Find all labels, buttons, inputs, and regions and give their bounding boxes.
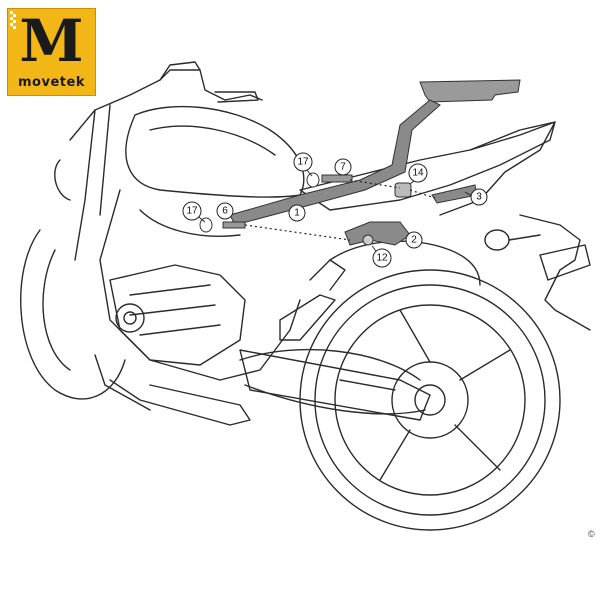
exhaust (109, 379, 251, 426)
front-fork (69, 69, 263, 141)
spacer-14 (394, 182, 412, 198)
dotted-line-b (349, 179, 401, 189)
svg-text:12: 12 (376, 253, 388, 264)
washer-17b (199, 217, 213, 233)
svg-text:6: 6 (222, 206, 228, 217)
engine (109, 264, 246, 366)
svg-text:7: 7 (340, 162, 346, 173)
callout-3: 3 (470, 188, 488, 206)
callout-6: 6 (216, 202, 234, 220)
callout-1: 1 (288, 204, 306, 222)
movetek-logo: M movetek (7, 8, 96, 96)
callout-14: 14 (408, 163, 428, 183)
frame (99, 189, 301, 381)
callout-12: 12 (372, 248, 392, 268)
front-wheel-inner (42, 249, 71, 371)
checker-icon (10, 11, 16, 29)
dotted-line-a (244, 224, 351, 241)
footpeg-bracket (279, 294, 336, 341)
engine-cover (115, 303, 145, 333)
rear-indicator (484, 229, 510, 251)
side-plate (344, 221, 411, 246)
copyright-mark: © (588, 529, 595, 539)
dotted-line-c (409, 189, 436, 199)
bolt-6 (222, 221, 246, 229)
callout-17b: 17 (182, 201, 202, 221)
svg-text:3: 3 (476, 192, 482, 203)
tail-fairing (439, 121, 556, 216)
svg-text:17: 17 (297, 157, 309, 168)
rack-plate (419, 79, 521, 103)
fuel-tank (125, 105, 305, 198)
callout-layer: 1 2 3 6 7 12 14 17 17 (182, 152, 488, 268)
svg-text:2: 2 (411, 235, 417, 246)
logo-letter: M (19, 7, 84, 75)
seat (299, 121, 556, 211)
spacer-7 (321, 174, 353, 183)
nut-12 (362, 234, 374, 246)
callout-7: 7 (334, 158, 352, 176)
swing-arm (239, 349, 431, 421)
callout-17a: 17 (293, 152, 313, 172)
handlebar (159, 61, 259, 103)
license-plate (539, 244, 591, 281)
hugger (329, 240, 481, 286)
front-wheel (20, 229, 126, 400)
logo-word: movetek (18, 75, 85, 90)
rear-wheel-spokes (339, 309, 511, 481)
svg-text:17: 17 (186, 206, 198, 217)
rear-fender (519, 214, 591, 331)
washer-17a (306, 172, 320, 188)
callout-2: 2 (405, 231, 423, 249)
svg-text:14: 14 (412, 168, 424, 179)
chain (239, 348, 426, 415)
rear-rack-assembly (222, 79, 521, 246)
svg-text:1: 1 (294, 208, 300, 219)
rear-wheel (299, 269, 561, 531)
